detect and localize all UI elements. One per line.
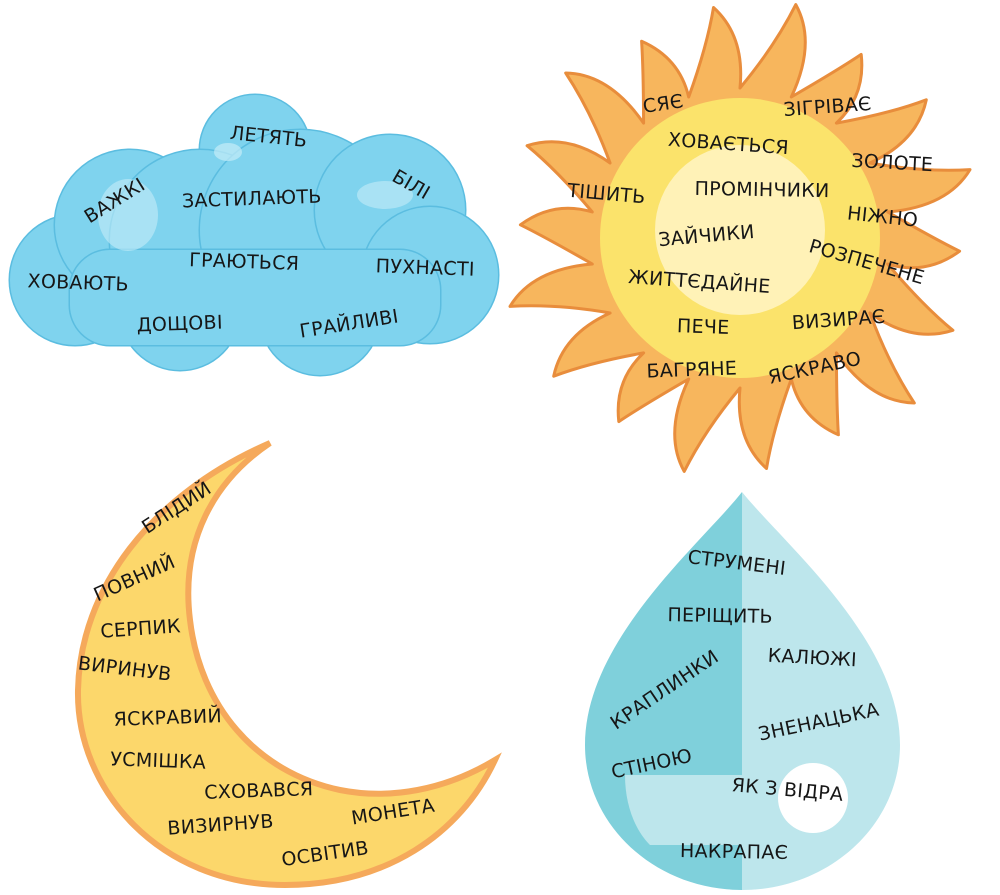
cloud-word: ГРАЮТЬСЯ xyxy=(189,249,300,275)
drop-word: КАЛЮЖІ xyxy=(767,645,857,672)
cloud-word: ХОВАЮТЬ xyxy=(27,270,129,296)
cloud-highlight xyxy=(214,143,242,161)
moon-shape xyxy=(74,440,502,889)
sun-core xyxy=(655,145,825,315)
cloud-shape xyxy=(8,93,500,377)
drop-word: ПЕРІЩИТЬ xyxy=(667,604,773,628)
moon-word: СХОВАВСЯ xyxy=(204,778,314,804)
drop-word: НАКРАПАЄ xyxy=(680,840,789,864)
sun-word: ЗОЛОТЕ xyxy=(851,150,934,176)
moon-word: УСМІШКА xyxy=(110,748,206,773)
sun-shape xyxy=(508,3,972,473)
cloud-word: ПУХНАСТІ xyxy=(375,255,475,280)
drop-light-half xyxy=(742,492,900,890)
drop-inner-panel xyxy=(625,775,742,845)
sun-word: ПРОМІНЧИКИ xyxy=(694,178,829,202)
moon-word: ЯСКРАВИЙ xyxy=(113,704,222,731)
drop-shape xyxy=(585,492,900,890)
sun-word: БАГРЯНЕ xyxy=(646,357,737,382)
cloud-body xyxy=(8,93,500,377)
sun-word: ПЕЧЕ xyxy=(677,315,730,339)
cloud-word: ЗАСТИЛАЮТЬ xyxy=(182,186,322,213)
cloud-word: ДОЩОВІ xyxy=(136,312,223,337)
cloud-highlight xyxy=(98,179,158,251)
cloud-highlight xyxy=(357,181,413,209)
sun-words: СЯЄ ЗІГРІВАЄ ХОВАЄТЬСЯ ЗОЛОТЕ ТІШИТЬ ПРО… xyxy=(566,90,934,388)
drop-white-circle xyxy=(778,763,848,833)
